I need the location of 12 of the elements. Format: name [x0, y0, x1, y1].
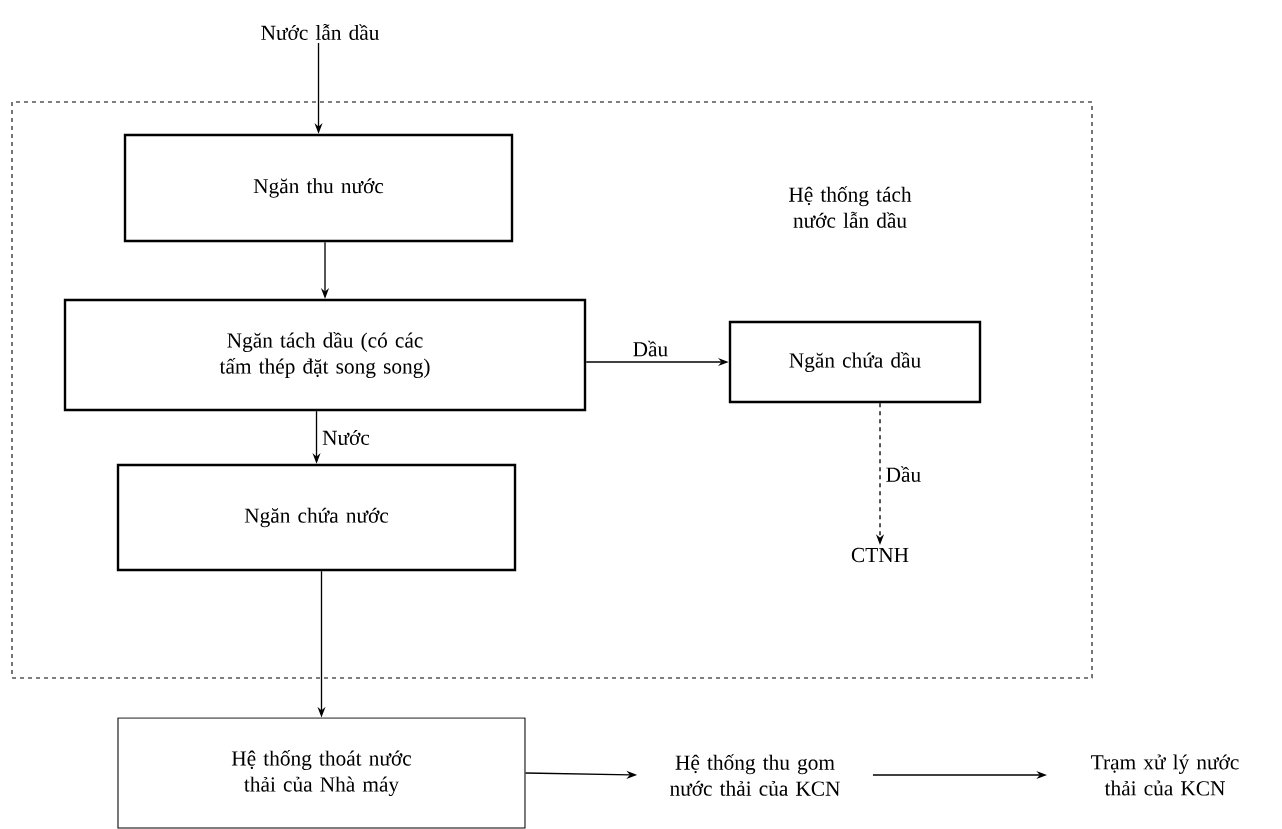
- edge-label: Dầu: [884, 464, 923, 484]
- process-box: Ngăn chứa dầu: [728, 320, 982, 404]
- process-box: Ngăn chứa nước: [116, 463, 517, 572]
- flow-text: CTNH: [851, 547, 909, 563]
- flow-text: Nước lẫn dầu: [261, 24, 380, 41]
- process-box: Ngăn thu nước: [123, 133, 514, 243]
- process-box: Ngăn tách dầu (có các tấm thép đặt song song): [63, 298, 587, 412]
- edge-label: Nước: [320, 428, 372, 447]
- edge-label: Dầu: [631, 339, 670, 358]
- process-box: Hệ thống thoát nước thải của Nhà máy: [117, 717, 526, 829]
- flow-text: Hệ thống thu gom nước thải của KCN: [670, 754, 840, 796]
- flow-text: Trạm xử lý nước thải của KCN: [1091, 754, 1239, 796]
